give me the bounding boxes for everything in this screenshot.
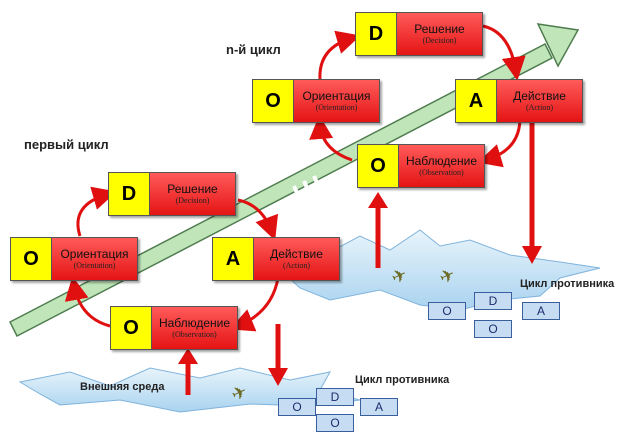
decision-letter: D bbox=[355, 12, 397, 56]
action-label-box: Действие (Action) bbox=[497, 79, 583, 123]
observation-letter: O bbox=[357, 144, 399, 188]
orientation-english: (Orientation) bbox=[73, 261, 116, 270]
observation-letter: O bbox=[110, 306, 152, 350]
observation-english: (Observation) bbox=[419, 168, 464, 177]
action-label-box: Действие (Action) bbox=[254, 237, 340, 281]
enemy-o-box: O bbox=[428, 302, 466, 320]
first-orientation-card: O Ориентация (Orientation) bbox=[10, 237, 138, 281]
enemy-cycle-label-top: Цикл противника bbox=[520, 278, 615, 290]
enemy-o-box: O bbox=[278, 398, 316, 416]
orientation-label: Ориентация bbox=[60, 247, 129, 261]
decision-letter: D bbox=[108, 172, 150, 216]
nth-orientation-card: O Ориентация (Orientation) bbox=[252, 79, 380, 123]
enemy-d-box: D bbox=[474, 292, 512, 310]
observation-label: Наблюдение bbox=[158, 316, 231, 330]
orientation-label-box: Ориентация (Orientation) bbox=[52, 237, 138, 281]
action-label: Действие bbox=[513, 89, 566, 103]
nth-decision-card: D Решение (Decision) bbox=[355, 12, 483, 56]
enemy-a-box: A bbox=[522, 302, 560, 320]
first-cycle-arrows bbox=[64, 186, 280, 332]
orientation-label: Ориентация bbox=[302, 89, 371, 103]
observation-label-box: Наблюдение (Observation) bbox=[399, 144, 485, 188]
decision-label: Решение bbox=[414, 22, 465, 36]
first-observation-card: O Наблюдение (Observation) bbox=[110, 306, 238, 350]
vertical-red-arrows bbox=[178, 118, 542, 395]
enemy-o-box: O bbox=[474, 320, 512, 338]
first-decision-card: D Решение (Decision) bbox=[108, 172, 236, 216]
nth-cycle-title: n-й цикл bbox=[226, 42, 281, 57]
orientation-english: (Orientation) bbox=[315, 103, 358, 112]
action-label: Действие bbox=[270, 247, 323, 261]
enemy-cycle-label-bottom: Цикл противника bbox=[355, 374, 450, 386]
decision-label: Решение bbox=[167, 182, 218, 196]
enemy-a-box: A bbox=[360, 398, 398, 416]
orientation-letter: O bbox=[10, 237, 52, 281]
decision-english: (Decision) bbox=[422, 36, 457, 45]
nth-observation-card: O Наблюдение (Observation) bbox=[357, 144, 485, 188]
nth-cycle-arrows bbox=[309, 24, 526, 168]
decision-label-box: Решение (Decision) bbox=[150, 172, 236, 216]
observation-english: (Observation) bbox=[172, 330, 217, 339]
first-cycle-title: первый цикл bbox=[24, 137, 109, 152]
observation-label: Наблюдение bbox=[405, 154, 478, 168]
action-letter: A bbox=[455, 79, 497, 123]
enemy-d-box: D bbox=[316, 388, 354, 406]
first-action-card: A Действие (Action) bbox=[212, 237, 340, 281]
action-english: (Action) bbox=[282, 261, 311, 270]
observation-label-box: Наблюдение (Observation) bbox=[152, 306, 238, 350]
decision-label-box: Решение (Decision) bbox=[397, 12, 483, 56]
orientation-label-box: Ориентация (Orientation) bbox=[294, 79, 380, 123]
environment-cloud-top bbox=[269, 229, 601, 311]
big-progress-arrow bbox=[8, 23, 580, 338]
enemy-o-box: O bbox=[316, 414, 354, 432]
action-english: (Action) bbox=[525, 103, 554, 112]
decision-english: (Decision) bbox=[175, 196, 210, 205]
action-letter: A bbox=[212, 237, 254, 281]
nth-action-card: A Действие (Action) bbox=[455, 79, 583, 123]
orientation-letter: O bbox=[252, 79, 294, 123]
environment-label: Внешняя среда bbox=[80, 381, 165, 393]
